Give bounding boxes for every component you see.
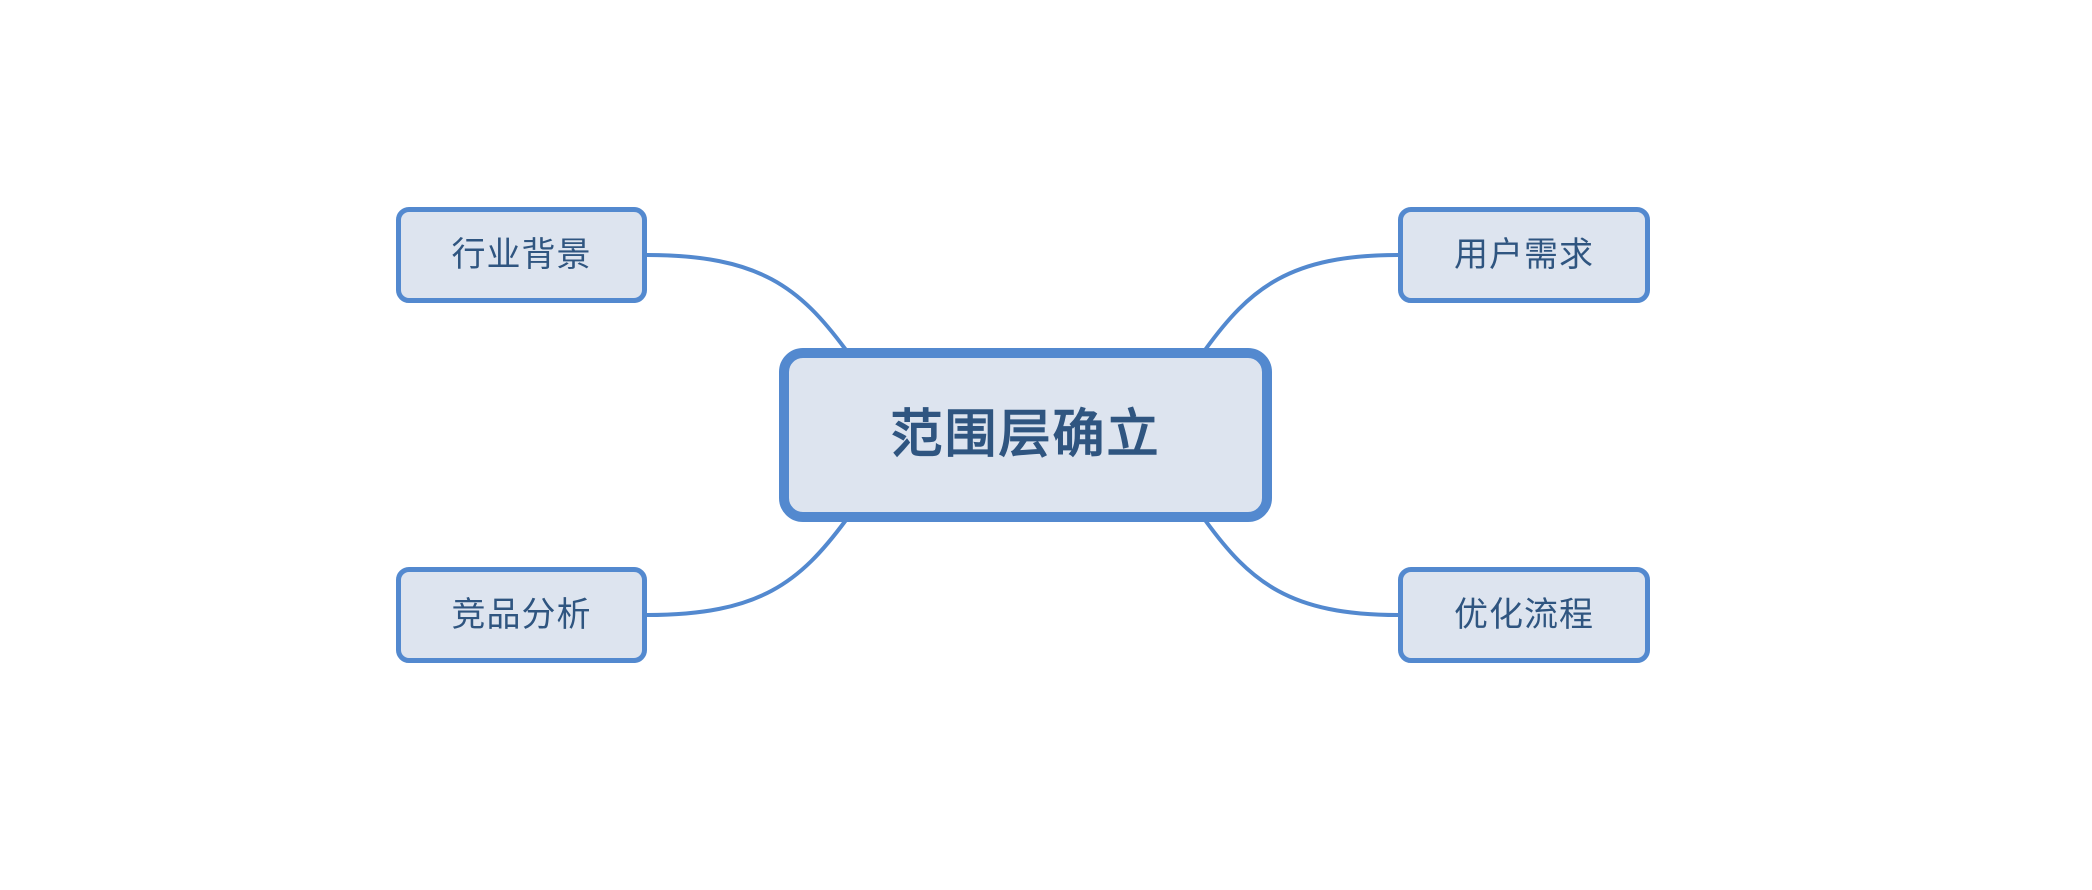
node-label: 行业背景 [451, 236, 592, 274]
node-optimization-process[interactable]: 优化流程 [1398, 567, 1650, 663]
node-industry-background[interactable]: 行业背景 [396, 207, 647, 303]
node-competitor-analysis[interactable]: 竞品分析 [396, 567, 647, 663]
connector-user-requirements [1203, 253, 1400, 352]
node-central-scope-layer[interactable]: 范围层确立 [779, 348, 1272, 522]
node-user-requirements[interactable]: 用户需求 [1398, 207, 1650, 303]
node-label: 优化流程 [1454, 596, 1594, 634]
connector-competitor-analysis [645, 518, 848, 617]
node-label: 用户需求 [1454, 236, 1594, 274]
node-label: 范围层确立 [890, 406, 1161, 464]
connector-optimization-process [1203, 518, 1400, 617]
node-label: 竞品分析 [451, 596, 592, 634]
connector-industry-background [645, 253, 848, 352]
